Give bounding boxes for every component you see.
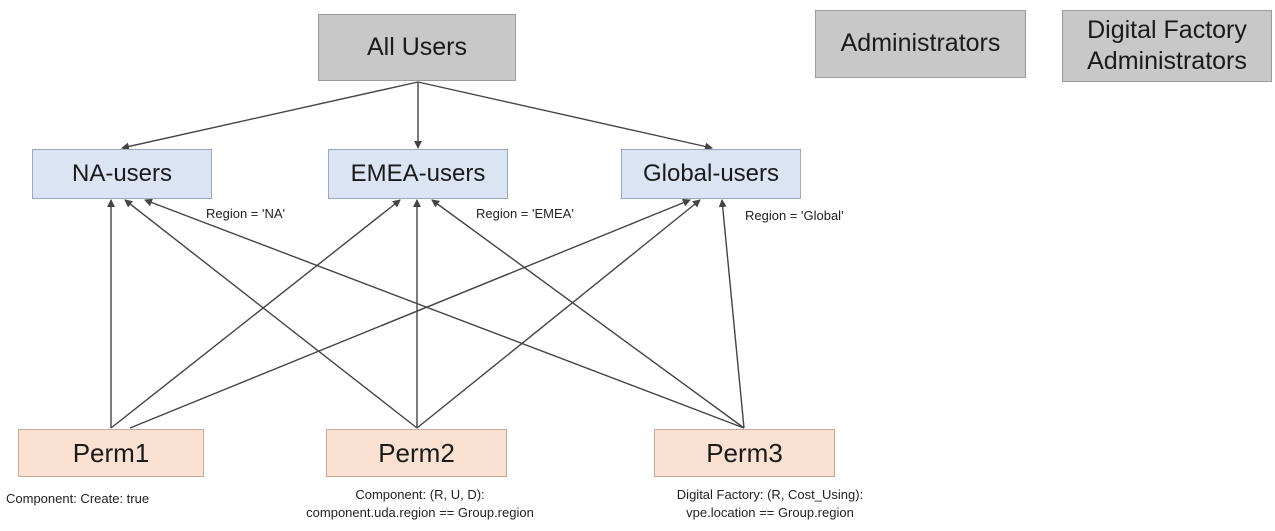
node-administrators: Administrators bbox=[815, 10, 1026, 78]
perm2-note-line2: component.uda.region == Group.region bbox=[306, 504, 534, 520]
node-na-users-label: NA-users bbox=[71, 160, 173, 187]
node-perm1: Perm1 bbox=[18, 429, 204, 477]
node-all-users-label: All Users bbox=[366, 32, 467, 61]
edge-perm3-to-na bbox=[144, 198, 745, 429]
node-na-users: NA-users bbox=[32, 149, 212, 199]
condition-global: Region = 'Global' bbox=[745, 208, 844, 223]
node-digital-factory-administrators: Digital Factory Administrators bbox=[1062, 10, 1272, 82]
perm2-note-line1: Component: (R, U, D): bbox=[355, 487, 485, 502]
node-administrators-label: Administrators bbox=[840, 29, 1001, 58]
node-df-admin-label-line2: Administrators bbox=[1087, 47, 1247, 75]
node-perm1-label: Perm1 bbox=[72, 437, 150, 468]
edge-all-to-na bbox=[121, 81, 419, 151]
node-perm2-label: Perm2 bbox=[378, 437, 455, 468]
node-perm3-label: Perm3 bbox=[706, 437, 783, 468]
node-df-admin-label-line1: Digital Factory bbox=[1087, 15, 1247, 44]
perm1-note: Component: Create: true bbox=[6, 491, 150, 506]
node-perm2: Perm2 bbox=[326, 429, 507, 477]
edge-perm3-to-emea bbox=[431, 199, 745, 429]
node-perm3: Perm3 bbox=[654, 429, 835, 477]
edge-perm1-to-emea bbox=[110, 199, 401, 429]
edge-perm3-to-global bbox=[718, 199, 745, 429]
perm3-note: Digital Factory: (R, Cost_Using): vpe.lo… bbox=[625, 486, 915, 521]
node-emea-users-label: EMEA-users bbox=[350, 160, 486, 187]
perm3-note-line1: Digital Factory: (R, Cost_Using): bbox=[676, 487, 864, 502]
perm3-note-line2: vpe.location == Group.region bbox=[686, 504, 854, 520]
condition-emea: Region = 'EMEA' bbox=[476, 206, 574, 221]
node-all-users: All Users bbox=[318, 14, 516, 81]
edge-all-to-global bbox=[417, 81, 713, 151]
perm2-note: Component: (R, U, D): component.uda.regi… bbox=[255, 486, 585, 521]
edge-perm2-to-na bbox=[124, 199, 418, 429]
edge-perm2-to-global bbox=[416, 199, 701, 429]
condition-na: Region = 'NA' bbox=[206, 206, 286, 221]
node-global-users-label: Global-users bbox=[642, 160, 780, 187]
node-global-users: Global-users bbox=[621, 149, 801, 199]
edge-perm1-to-global bbox=[129, 198, 691, 429]
node-emea-users: EMEA-users bbox=[328, 149, 508, 199]
